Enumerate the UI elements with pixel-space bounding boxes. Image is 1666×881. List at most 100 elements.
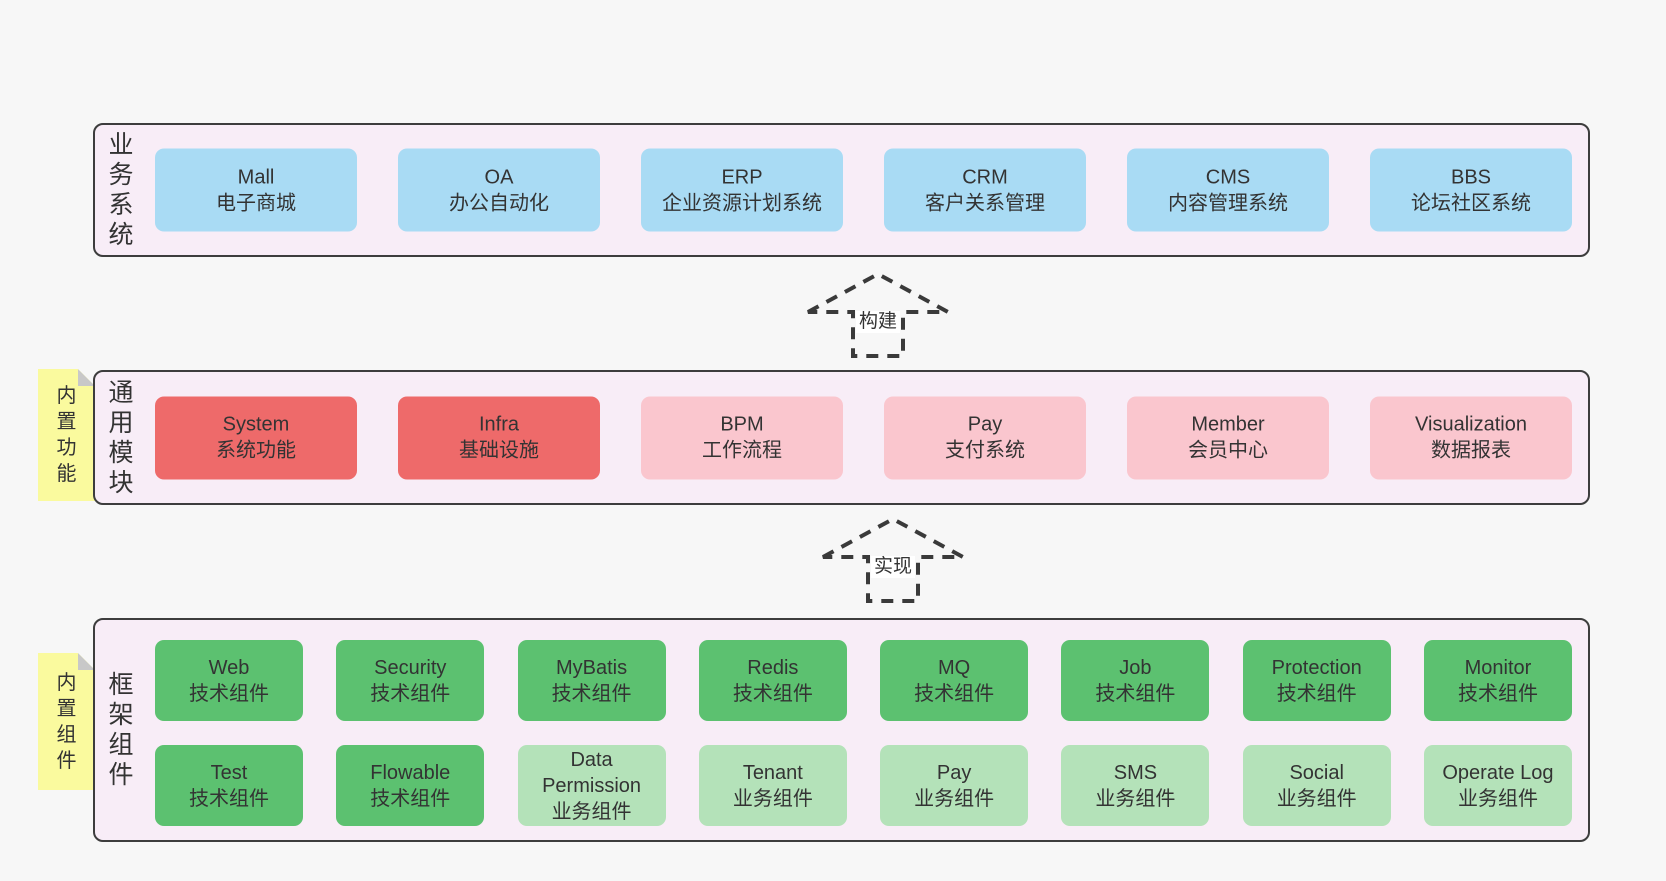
node-crm: CRM 客户关系管理: [884, 148, 1086, 232]
arrow-implement-label: 实现: [870, 556, 916, 578]
node-subtitle: 技术组件: [732, 682, 813, 705]
node-subtitle: 技术组件: [914, 682, 995, 705]
node-title: Operate Log: [1442, 761, 1554, 784]
node-title: CMS: [1205, 166, 1251, 188]
node-subtitle: 技术组件: [370, 682, 451, 705]
arrow-build-label: 构建: [855, 311, 901, 333]
node-title: Tenant: [742, 761, 803, 784]
node-protection: Protection 技术组件: [1242, 640, 1391, 721]
arrow-build: 构建: [807, 272, 949, 358]
node-title: Monitor: [1464, 656, 1532, 679]
node-cms: CMS 内容管理系统: [1127, 148, 1329, 232]
node-subtitle: 电子商城: [216, 192, 296, 214]
node-subtitle: 技术组件: [551, 682, 632, 705]
node-title: CRM: [962, 166, 1008, 188]
node-title: BBS: [1450, 166, 1492, 188]
node-title: Flowable: [370, 761, 451, 784]
node-subtitle: 技术组件: [1276, 682, 1357, 705]
node-subtitle: 技术组件: [189, 787, 269, 810]
framework-node-row-2: Test 技术组件 Flowable 技术组件 Data Permission …: [155, 745, 1572, 826]
node-bbs: BBS 论坛社区系统: [1370, 148, 1572, 232]
node-mall: Mall 电子商城: [155, 148, 357, 232]
node-subtitle: 业务组件: [1095, 787, 1176, 810]
node-security: Security 技术组件: [336, 640, 485, 721]
node-subtitle: 内容管理系统: [1168, 192, 1288, 214]
band-common-modules: 通用模块 System 系统功能 Infra 基础设施 BPM 工作流程 Pay…: [93, 370, 1590, 505]
node-social: Social 业务组件: [1242, 745, 1391, 826]
node-title: Job: [1119, 656, 1152, 679]
node-subtitle: 系统功能: [216, 439, 296, 462]
sticky-text: 内置组件: [56, 671, 77, 772]
node-subtitle: 工作流程: [702, 439, 782, 462]
node-infra: Infra 基础设施: [398, 396, 600, 479]
band-label-modules: 通用模块: [108, 378, 134, 497]
sticky-note-built-in-components: 内置组件: [38, 653, 95, 790]
dashed-up-arrow-icon: [822, 517, 964, 603]
node-title: Web: [208, 656, 250, 679]
node-title: Security: [374, 656, 447, 679]
node-subtitle: 业务组件: [551, 800, 632, 823]
node-pay-component: Pay 业务组件: [880, 745, 1029, 826]
node-data-permission: Data Permission 业务组件: [517, 745, 666, 826]
node-erp: ERP 企业资源计划系统: [641, 148, 843, 232]
node-title: Protection: [1271, 656, 1362, 679]
node-sms: SMS 业务组件: [1061, 745, 1210, 826]
node-redis: Redis 技术组件: [698, 640, 847, 721]
node-title: Pay: [967, 413, 1003, 436]
arrow-implement: 实现: [822, 517, 964, 603]
node-subtitle: 客户关系管理: [925, 192, 1045, 214]
band-label-framework: 框架组件: [108, 671, 134, 789]
node-subtitle: 基础设施: [459, 439, 539, 462]
node-subtitle: 企业资源计划系统: [662, 192, 822, 214]
node-title: Mall: [237, 166, 275, 188]
node-oa: OA 办公自动化: [398, 148, 600, 232]
node-subtitle: 技术组件: [1457, 682, 1538, 705]
node-subtitle: 业务组件: [732, 787, 813, 810]
band-label-business: 业务系统: [108, 131, 134, 249]
node-title: MyBatis: [556, 656, 628, 679]
node-mq: MQ 技术组件: [880, 640, 1029, 721]
node-subtitle: 技术组件: [189, 682, 269, 705]
node-title: System: [222, 413, 290, 436]
node-subtitle: 技术组件: [1095, 682, 1176, 705]
node-title: Visualization: [1415, 413, 1527, 436]
node-member: Member 会员中心: [1127, 396, 1329, 479]
node-pay: Pay 支付系统: [884, 396, 1086, 479]
node-tenant: Tenant 业务组件: [698, 745, 847, 826]
node-title: OA: [484, 166, 514, 188]
node-title: SMS: [1113, 761, 1158, 784]
band-business-systems: 业务系统 Mall 电子商城 OA 办公自动化 ERP 企业资源计划系统 CRM…: [93, 123, 1590, 257]
node-title: Member: [1191, 413, 1265, 436]
node-subtitle: 数据报表: [1431, 439, 1511, 462]
node-visualization: Visualization 数据报表: [1370, 396, 1572, 479]
node-operate-log: Operate Log 业务组件: [1423, 745, 1572, 826]
framework-node-row-1: Web 技术组件 Security 技术组件 MyBatis 技术组件 Redi…: [155, 640, 1572, 721]
node-mybatis: MyBatis 技术组件: [517, 640, 666, 721]
node-title: BPM: [720, 413, 764, 436]
node-subtitle: 办公自动化: [449, 192, 549, 214]
node-subtitle: 业务组件: [1276, 787, 1357, 810]
sticky-note-built-in-features: 内置功能: [38, 369, 95, 501]
sticky-text: 内置功能: [56, 385, 77, 485]
node-title: Test: [210, 761, 248, 784]
node-title: Redis: [747, 656, 799, 679]
band-framework-components: 框架组件 Web 技术组件 Security 技术组件 MyBatis 技术组件…: [93, 618, 1590, 842]
node-subtitle: 论坛社区系统: [1411, 192, 1531, 214]
node-title: Pay: [936, 761, 972, 784]
node-system: System 系统功能: [155, 396, 357, 479]
node-subtitle: 业务组件: [1457, 787, 1538, 810]
node-subtitle: 业务组件: [914, 787, 995, 810]
modules-node-row: System 系统功能 Infra 基础设施 BPM 工作流程 Pay 支付系统…: [155, 396, 1572, 479]
node-web: Web 技术组件: [155, 640, 303, 721]
node-job: Job 技术组件: [1061, 640, 1210, 721]
node-bpm: BPM 工作流程: [641, 396, 843, 479]
node-title: Infra: [478, 413, 520, 436]
node-flowable: Flowable 技术组件: [336, 745, 485, 826]
sticky-label: 内置组件: [38, 653, 95, 790]
node-subtitle: 会员中心: [1188, 439, 1268, 462]
node-title: Social: [1289, 761, 1344, 784]
node-subtitle: 技术组件: [370, 787, 451, 810]
dashed-up-arrow-icon: [807, 272, 949, 358]
business-node-row: Mall 电子商城 OA 办公自动化 ERP 企业资源计划系统 CRM 客户关系…: [155, 148, 1572, 232]
node-title: Data Permission: [542, 748, 642, 797]
